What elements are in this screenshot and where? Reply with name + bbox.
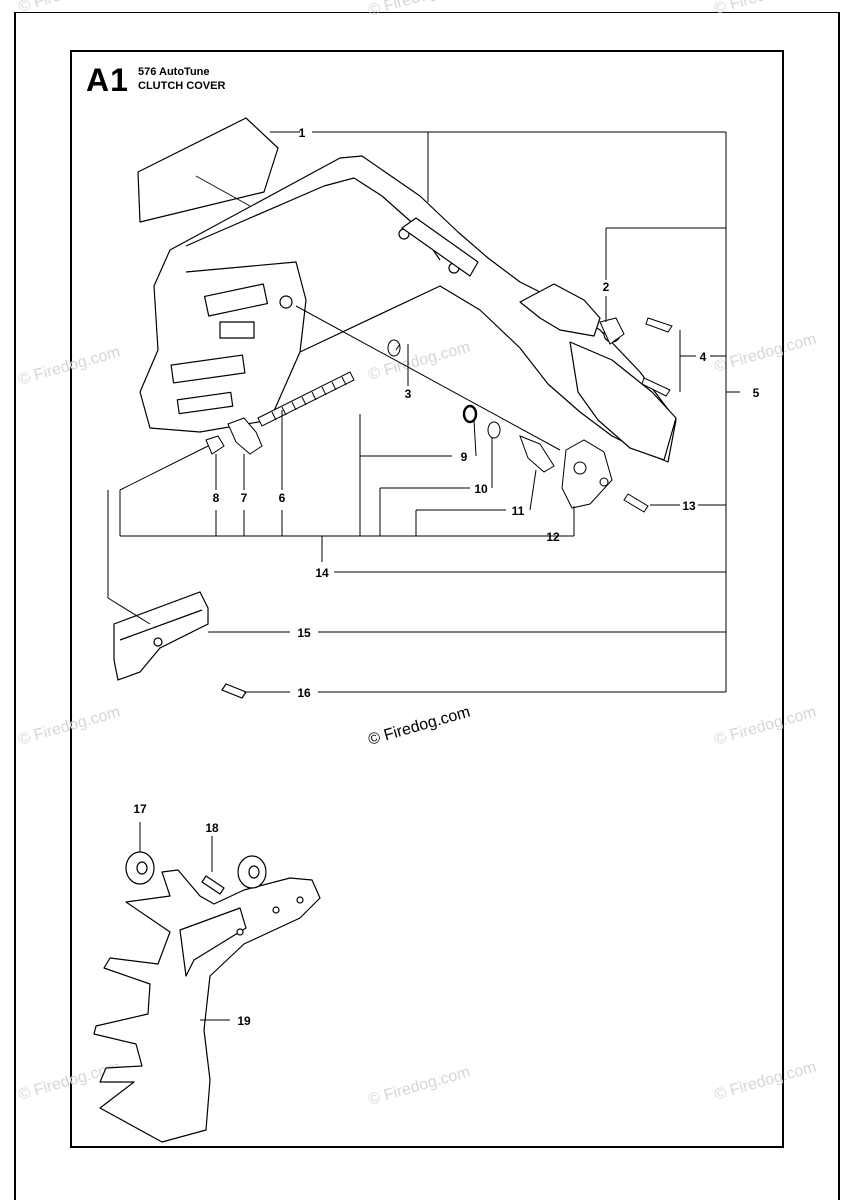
diagram-frame	[70, 50, 784, 1148]
callout-15: 15	[297, 626, 311, 640]
callout-13: 13	[682, 499, 696, 513]
watermark: © Firedog.com	[712, 0, 818, 18]
callout-10: 10	[474, 482, 488, 496]
watermark: © Firedog.com	[366, 1064, 472, 1109]
clutch-cover-part	[137, 117, 677, 463]
callout-4: 4	[700, 350, 707, 364]
watermark: © Firedog.com	[16, 0, 122, 16]
watermark: © Firedog.com	[712, 704, 818, 749]
callout-11: 11	[512, 504, 525, 518]
background-watermarks: © Firedog.com © Firedog.com © Firedog.co…	[16, 0, 818, 1109]
callout-3: 3	[405, 387, 412, 401]
watermark: © Firedog.com	[712, 1059, 818, 1104]
callout-2: 2	[603, 280, 610, 294]
callout-12: 12	[546, 530, 560, 544]
watermark: © Firedog.com	[16, 704, 122, 749]
callout-1: 1	[299, 126, 306, 140]
callout-7: 7	[241, 491, 248, 505]
spike-bumper-part	[93, 851, 321, 1143]
model-name: 576 AutoTune	[138, 66, 210, 78]
callout-6: 6	[279, 491, 286, 505]
watermark: © Firedog.com	[16, 344, 122, 389]
main-watermark: © Firedog.com	[366, 704, 472, 749]
callout-18: 18	[205, 821, 219, 835]
watermark: © Firedog.com	[366, 339, 472, 384]
section-id: A1	[86, 62, 129, 98]
callout-19: 19	[237, 1014, 251, 1028]
callout-16: 16	[297, 686, 311, 700]
watermark: © Firedog.com	[366, 0, 472, 20]
callout-14: 14	[315, 566, 329, 580]
leader-lines	[107, 131, 740, 693]
page-border	[14, 12, 840, 1200]
callout-8: 8	[213, 491, 220, 505]
callout-5: 5	[753, 386, 760, 400]
watermark: © Firedog.com	[712, 331, 818, 376]
callout-9: 9	[461, 450, 468, 464]
leader-lines	[139, 822, 230, 1021]
callout-17: 17	[133, 802, 147, 816]
diagram-title: CLUTCH COVER	[138, 80, 226, 92]
centerlines	[295, 305, 561, 451]
lower-guard-part	[113, 591, 247, 699]
callout-labels: 1 2 3 4 5 6 7 8 9 10 11 12 13 14 15 16 1…	[133, 126, 759, 1028]
